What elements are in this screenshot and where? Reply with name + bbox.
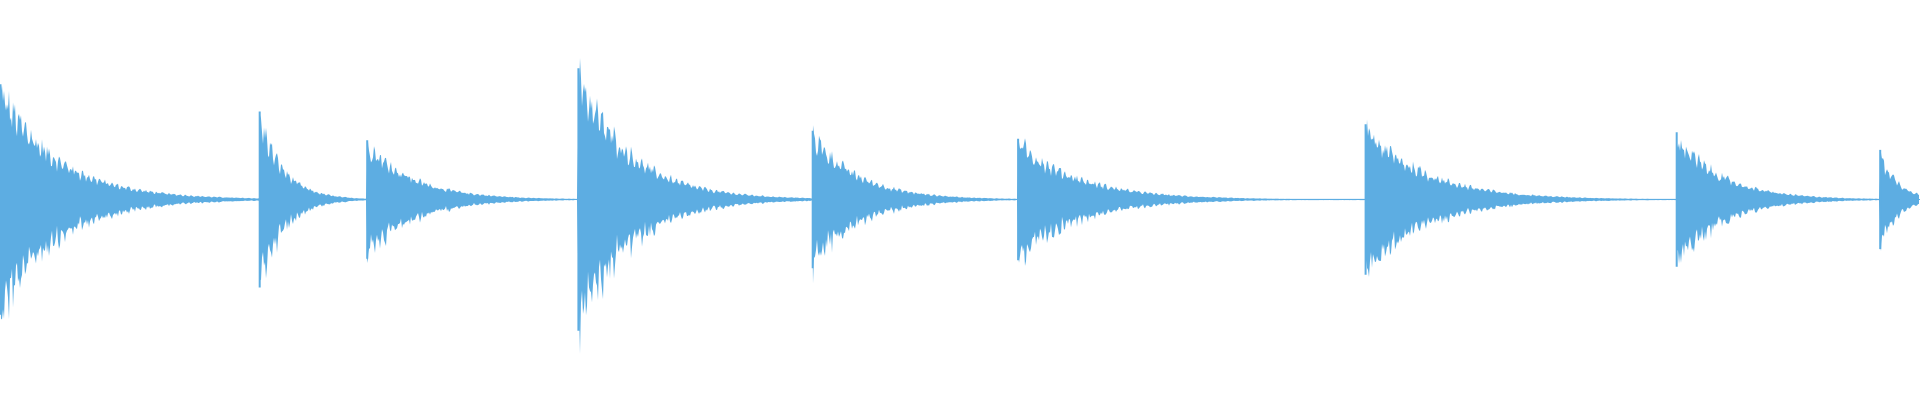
waveform-fill <box>0 58 1919 354</box>
waveform-peaks <box>0 58 1919 354</box>
